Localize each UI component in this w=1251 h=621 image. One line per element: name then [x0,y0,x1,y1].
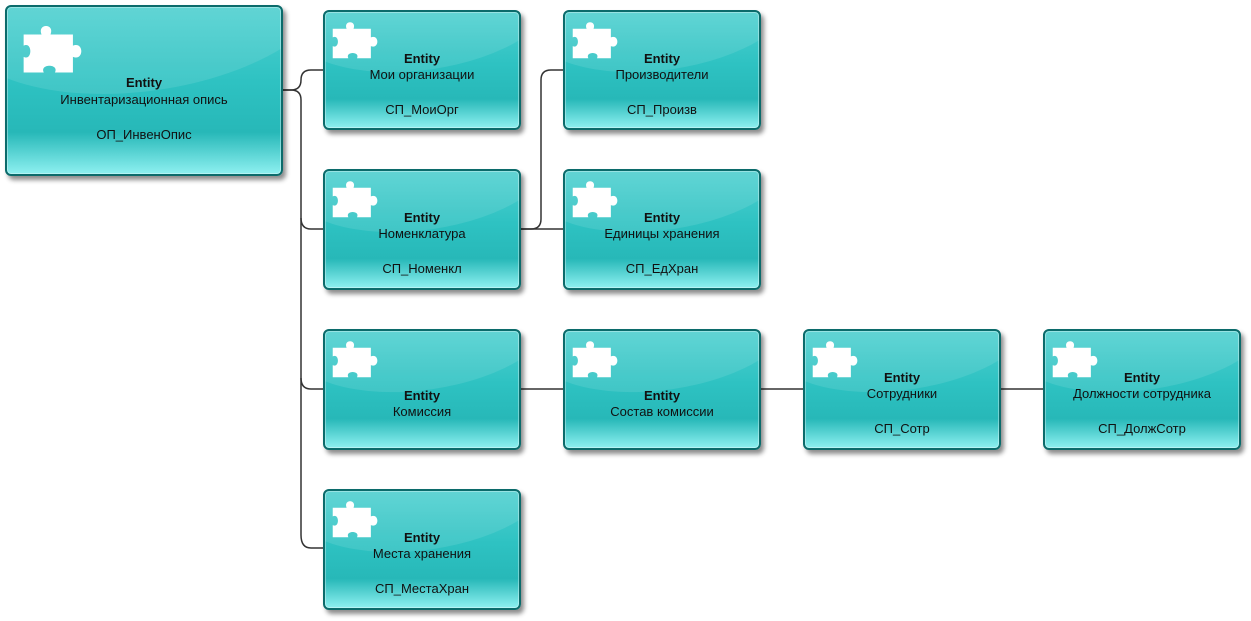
entity-name: Комиссия [392,404,452,419]
entity-kind: Entity [403,51,441,66]
entity-kind: Entity [643,51,681,66]
puzzle-piece-icon [572,341,618,378]
entity-code: СП_Сотр [874,421,930,436]
entity-code: СП_ЕдХран [625,261,699,276]
entity-name: Места хранения [372,546,472,561]
entity-name: Должности сотрудника [1073,386,1211,401]
puzzle-piece-icon [23,26,82,73]
puzzle-piece-icon [332,181,378,218]
entity-node-dolzh[interactable]: Entity Должности сотрудника СП_ДолжСотр [1043,329,1241,450]
connector-invopis-komissiya [300,377,323,390]
entity-name: Номенклатура [378,226,466,241]
puzzle-piece-icon [332,22,378,59]
entity-node-sotr[interactable]: Entity Сотрудники СП_Сотр [803,329,1001,450]
entity-kind: Entity [643,210,681,225]
entity-kind: Entity [403,210,441,225]
entity-node-komissiya[interactable]: Entity Комиссия [323,329,521,450]
connector-invopis-moiorg [283,69,323,91]
entity-node-proizv[interactable]: Entity Производители СП_Произв [563,10,761,130]
entity-name: Производители [615,67,709,82]
connector-nomenkl-proizv [521,69,563,230]
entity-code: СП_Произв [627,102,697,117]
entity-code: СП_Номенкл [382,261,462,276]
entity-name: Единицы хранения [604,226,720,241]
entity-name: Состав комиссии [610,404,714,419]
entity-kind: Entity [643,388,681,403]
entity-name: Инвентаризационная опись [60,92,228,107]
entity-node-moiorg[interactable]: Entity Мои организации СП_МоиОрг [323,10,521,130]
entity-name: Мои организации [369,67,475,82]
puzzle-piece-icon [572,181,618,218]
puzzle-piece-icon [332,341,378,378]
entity-node-edhran[interactable]: Entity Единицы хранения СП_ЕдХран [563,169,761,290]
entity-node-invopis[interactable]: Entity Инвентаризационная опись ОП_Инвен… [5,5,283,176]
entity-kind: Entity [883,370,921,385]
puzzle-piece-icon [812,341,858,378]
entity-code: СП_МестаХран [374,581,469,596]
connector-invopis-trunk [283,89,323,549]
puzzle-piece-icon [572,22,618,59]
entity-node-mesta[interactable]: Entity Места хранения СП_МестаХран [323,489,521,610]
entity-code: СП_ДолжСотр [1098,421,1186,436]
entity-name: Сотрудники [866,386,938,401]
entity-code: СП_МоиОрг [385,102,459,117]
entity-code: ОП_ИнвенОпис [96,127,192,142]
puzzle-piece-icon [1052,341,1098,378]
entity-kind: Entity [403,530,441,545]
connector-invopis-nomenkl [300,217,323,230]
entity-kind: Entity [403,388,441,403]
entity-node-sostav[interactable]: Entity Состав комиссии [563,329,761,450]
entity-node-nomenkl[interactable]: Entity Номенклатура СП_Номенкл [323,169,521,290]
entity-kind: Entity [125,75,163,90]
puzzle-piece-icon [332,501,378,538]
entity-kind: Entity [1123,370,1161,385]
